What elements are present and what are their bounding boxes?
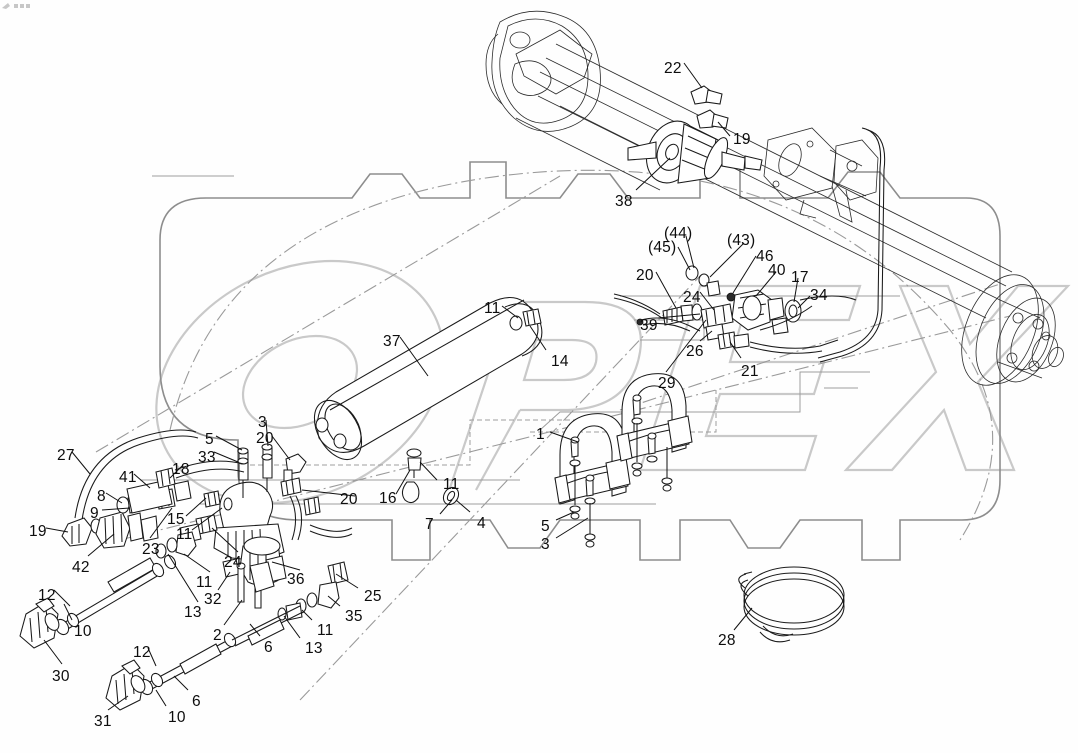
callout-27: 27 xyxy=(57,447,75,464)
callout-11b: 11 xyxy=(176,526,193,543)
callout-45: (45) xyxy=(648,239,677,256)
callout-9: 9 xyxy=(90,505,99,522)
callout-10a: 10 xyxy=(74,623,92,640)
callout-31: 31 xyxy=(94,713,112,730)
brake-chamber xyxy=(627,120,763,184)
callout-15: 15 xyxy=(167,511,185,528)
callout-36: 36 xyxy=(287,571,305,588)
callout-44: (44) xyxy=(664,225,693,242)
callout-42: 42 xyxy=(72,559,90,576)
callout-16: 16 xyxy=(379,490,397,507)
corner-watermark-icon xyxy=(2,3,30,9)
callout-41: 41 xyxy=(119,469,137,486)
leader-lines xyxy=(43,62,811,711)
tank-mounting-brackets xyxy=(554,373,693,548)
callout-24a: 24 xyxy=(224,554,242,571)
callout-43: (43) xyxy=(727,232,756,249)
callout-10b: 10 xyxy=(168,709,186,726)
callout-32: 32 xyxy=(204,591,222,608)
axle-support-bracket xyxy=(763,127,879,223)
callout-1: 1 xyxy=(536,426,545,443)
callout-28: 28 xyxy=(718,632,736,649)
wheel-hub-assembly xyxy=(961,274,1064,386)
callout-20b: 20 xyxy=(636,267,654,284)
callout-7: 7 xyxy=(425,516,434,533)
callout-33: 33 xyxy=(198,449,216,466)
callout-25: 25 xyxy=(364,588,382,605)
callout-21: 21 xyxy=(741,363,759,380)
callout-6a: 6 xyxy=(264,639,273,656)
callout-5a: 5 xyxy=(205,431,214,448)
chassis-ghost-outline xyxy=(95,161,1011,701)
callout-34: 34 xyxy=(810,287,828,304)
callout-17: 17 xyxy=(791,269,809,286)
callout-20a: 20 xyxy=(256,430,274,447)
callout-18: 18 xyxy=(172,461,190,478)
callout-19a: 19 xyxy=(733,131,751,148)
callout-13b: 13 xyxy=(305,640,323,657)
callout-3b: 3 xyxy=(541,536,550,553)
callout-39: 39 xyxy=(640,317,658,334)
callout-2: 2 xyxy=(213,627,222,644)
callout-11d: 11 xyxy=(196,574,213,591)
callout-22: 22 xyxy=(664,60,682,77)
callout-11c: 11 xyxy=(443,476,460,493)
callout-14: 14 xyxy=(551,353,569,370)
callout-8: 8 xyxy=(97,488,106,505)
callout-23: 23 xyxy=(142,541,160,558)
rear-axle-assembly xyxy=(485,10,1064,386)
callout-5b: 5 xyxy=(541,518,550,535)
callout-13a: 13 xyxy=(184,604,202,621)
callout-38: 38 xyxy=(615,193,633,210)
callout-19b: 19 xyxy=(29,523,47,540)
callout-46: 46 xyxy=(756,248,774,265)
callout-37: 37 xyxy=(383,333,401,350)
callout-3a: 3 xyxy=(258,414,267,431)
callout-12b: 12 xyxy=(133,644,151,661)
callout-26: 26 xyxy=(686,343,704,360)
callout-4: 4 xyxy=(477,515,486,532)
callout-11a: 11 xyxy=(484,300,501,317)
callout-20c: 20 xyxy=(340,491,358,508)
coiled-air-hose xyxy=(738,566,845,643)
callout-12a: 12 xyxy=(38,587,56,604)
palm-coupler-31 xyxy=(105,659,146,711)
supply-hose-assembly xyxy=(61,429,245,549)
main-brake-valve-block xyxy=(155,443,353,621)
callout-11e: 11 xyxy=(317,622,334,639)
palm-coupler-30 xyxy=(19,597,60,649)
air-lines-couplers xyxy=(19,554,304,711)
chamber-fittings xyxy=(690,85,729,129)
callout-6b: 6 xyxy=(192,693,201,710)
callout-24b: 24 xyxy=(683,289,701,306)
callout-30: 30 xyxy=(52,668,70,685)
air-reservoir-tank xyxy=(313,296,543,506)
callout-29: 29 xyxy=(658,375,676,392)
callout-40: 40 xyxy=(768,262,786,279)
callout-35: 35 xyxy=(345,608,363,625)
